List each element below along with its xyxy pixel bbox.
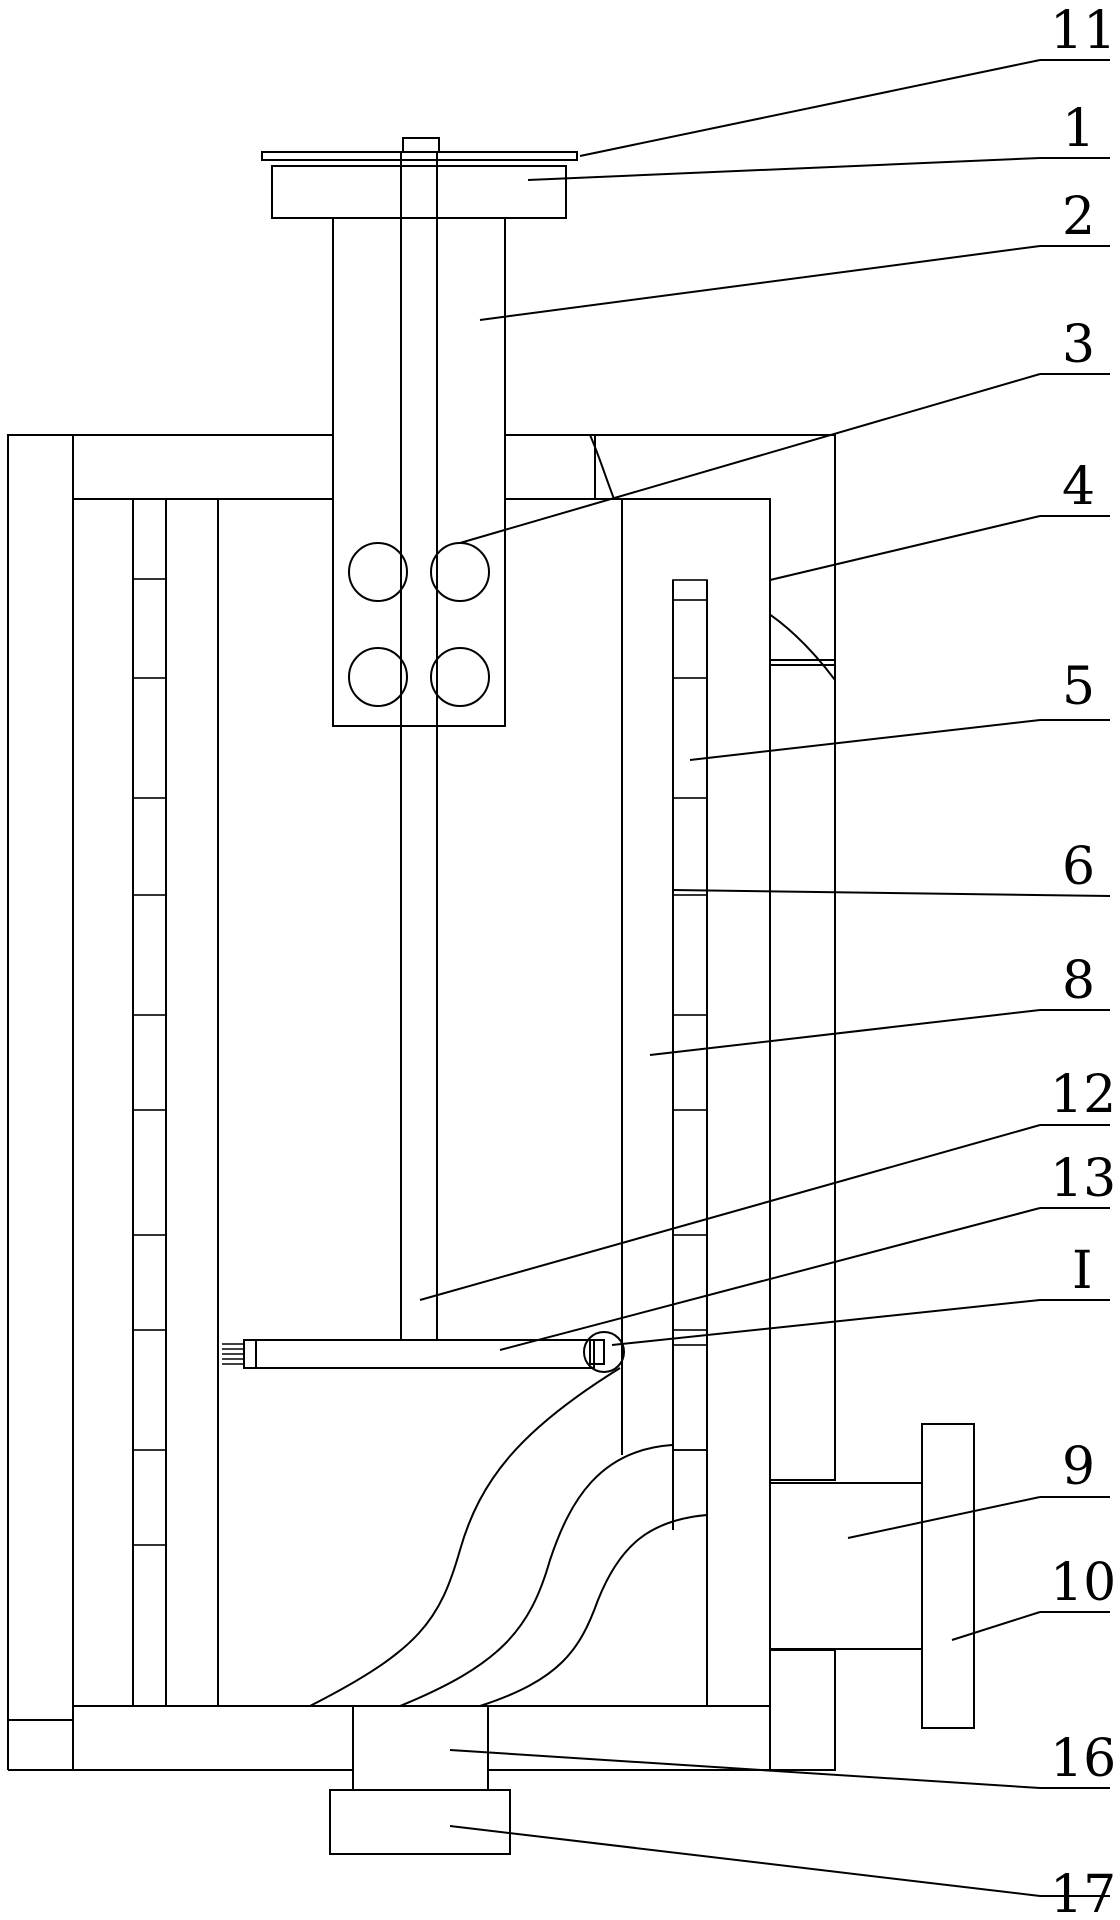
label-16: 16 xyxy=(1050,1729,1116,1789)
bottom-assembly xyxy=(329,1705,511,1855)
label-5: 5 xyxy=(1062,657,1095,717)
outlet-assembly xyxy=(769,1423,975,1729)
label-4: 4 xyxy=(1062,457,1095,517)
rod-assembly xyxy=(222,1331,625,1373)
label-I: I xyxy=(1072,1241,1093,1301)
label-6: 6 xyxy=(1062,837,1095,897)
top-assembly xyxy=(261,137,578,1340)
label-2: 2 xyxy=(1062,187,1095,247)
label-8: 8 xyxy=(1062,951,1095,1011)
label-1: 1 xyxy=(1062,99,1095,159)
label-12: 12 xyxy=(1050,1065,1116,1125)
reference-labels: 11 1 2 3 4 5 6 8 12 13 I 9 10 16 17 xyxy=(1050,1,1116,1920)
label-10: 10 xyxy=(1050,1553,1116,1613)
label-17: 17 xyxy=(1050,1865,1116,1920)
label-3: 3 xyxy=(1062,315,1095,375)
label-13: 13 xyxy=(1050,1149,1116,1209)
label-9: 9 xyxy=(1062,1437,1095,1497)
leader-lines xyxy=(419,59,1111,1897)
label-11: 11 xyxy=(1050,1,1116,61)
hoses xyxy=(309,1367,708,1707)
